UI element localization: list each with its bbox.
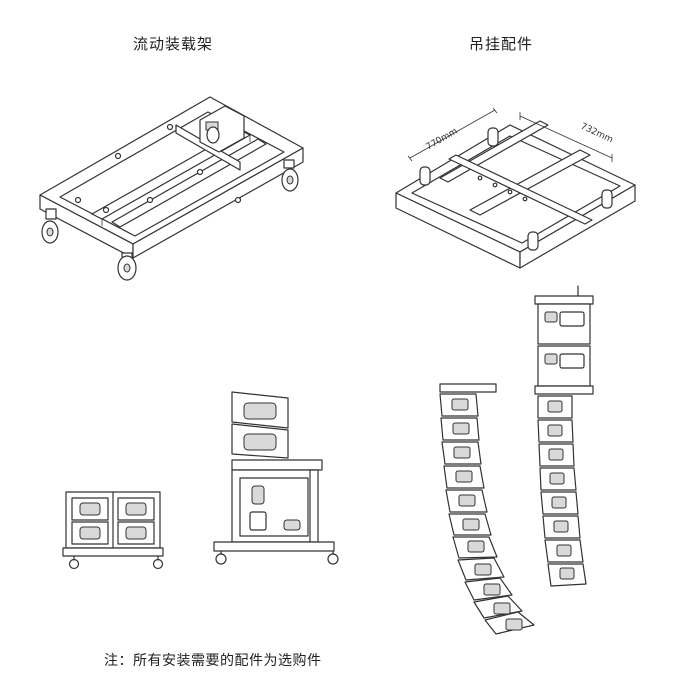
width-dimension: 770mm — [425, 127, 460, 153]
cart-stacked-speakers-side — [213, 391, 339, 565]
rigging-frame-illustration: 770mm 732mm — [395, 107, 636, 269]
accessories-note: 注：所有安装需要的配件为选购件 — [104, 653, 322, 669]
hanging-line-array-short — [534, 285, 594, 587]
flight-cart-title: 流动装载架 — [133, 35, 214, 53]
cart-stacked-speakers-small — [62, 491, 164, 570]
curved-line-array-long — [439, 383, 535, 635]
depth-dimension: 732mm — [579, 122, 615, 146]
flight-cart-illustration — [39, 96, 304, 281]
rigging-title: 吊挂配件 — [469, 35, 534, 53]
